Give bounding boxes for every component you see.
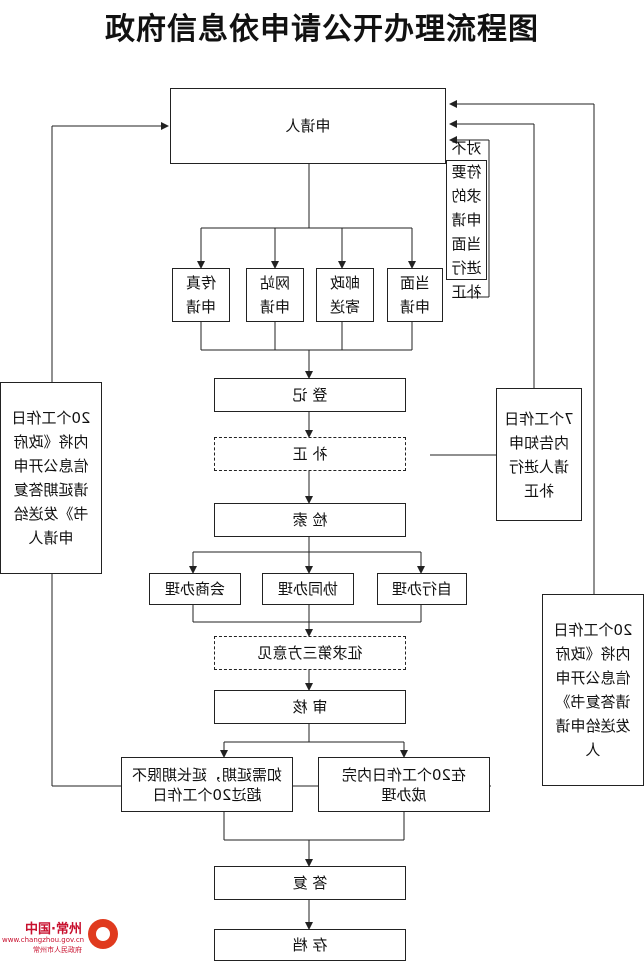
applicant-node: 申请人 bbox=[170, 88, 446, 164]
consult-handle-label: 会商办理 bbox=[165, 580, 226, 598]
site-logo: 中国·常州 www.changzhou.gov.cn 常州市人民政府 bbox=[2, 916, 126, 956]
reply-label: 答 复 bbox=[292, 874, 328, 892]
nonconforming-note-text: 对不符要求的申请当面进行补正 bbox=[451, 139, 482, 301]
in-person-node: 当面申请 bbox=[387, 268, 443, 322]
within-20-label: 在20个工作日内完成办理 bbox=[341, 765, 467, 804]
logo-tagline: 常州市人民政府 bbox=[33, 946, 82, 954]
notify-7-note-text: 7个工作日内告知申请人进行补正 bbox=[504, 409, 574, 500]
page-title: 政府信息依申请公开办理流程图 bbox=[105, 12, 539, 47]
notify-7-note: 7个工作日内告知申请人进行补正 bbox=[496, 388, 582, 521]
website-node: 网站申请 bbox=[246, 268, 304, 322]
supplement-node: 补 正 bbox=[214, 437, 406, 471]
mail-label: 邮政寄送 bbox=[330, 274, 361, 316]
third-party-node: 征求第三方意见 bbox=[214, 636, 406, 670]
extension-node: 如需延期，延长期限不超过20个工作日 bbox=[121, 757, 293, 812]
third-party-label: 征求第三方意见 bbox=[257, 644, 363, 662]
review-node: 审 核 bbox=[214, 690, 406, 724]
nonconforming-note: 对不符要求的申请当面进行补正 bbox=[446, 139, 487, 301]
extension-label: 如需延期，延长期限不超过20个工作日 bbox=[132, 765, 283, 804]
mail-node: 邮政寄送 bbox=[316, 268, 374, 322]
in-person-label: 当面申请 bbox=[400, 274, 431, 316]
website-label: 网站申请 bbox=[260, 274, 291, 316]
self-handle-label: 自行办理 bbox=[392, 580, 453, 598]
fax-label: 传真申请 bbox=[186, 274, 217, 316]
self-handle-node: 自行办理 bbox=[377, 573, 467, 605]
consult-handle-node: 会商办理 bbox=[149, 573, 241, 605]
coop-handle-label: 协同办理 bbox=[278, 580, 339, 598]
extension-notice-note: 20个工作日内将《政府信息公开申请延期答复书》发送给申请人 bbox=[0, 382, 102, 574]
supplement-label: 补 正 bbox=[292, 445, 328, 463]
register-label: 登 记 bbox=[292, 386, 328, 404]
archive-label: 存 档 bbox=[292, 936, 328, 954]
logo-url: www.changzhou.gov.cn bbox=[2, 936, 85, 944]
extension-notice-note-text: 20个工作日内将《政府信息公开申请延期答复书》发送给申请人 bbox=[11, 409, 91, 547]
logo-seal-icon bbox=[88, 919, 118, 949]
applicant-label: 申请人 bbox=[285, 117, 331, 135]
logo-name: 中国·常州 bbox=[25, 922, 82, 937]
fax-node: 传真申请 bbox=[172, 268, 230, 322]
reply-node: 答 复 bbox=[214, 866, 406, 900]
search-label: 检 索 bbox=[292, 511, 328, 529]
reply-notice-note-text: 20个工作日内将《政府信息公开申请答复书》发送给申请人 bbox=[553, 621, 633, 759]
search-node: 检 索 bbox=[214, 503, 406, 537]
review-label: 审 核 bbox=[292, 698, 328, 716]
coop-handle-node: 协同办理 bbox=[262, 573, 354, 605]
within-20-node: 在20个工作日内完成办理 bbox=[318, 757, 490, 812]
register-node: 登 记 bbox=[214, 378, 406, 412]
reply-notice-note: 20个工作日内将《政府信息公开申请答复书》发送给申请人 bbox=[542, 594, 644, 786]
archive-node: 存 档 bbox=[214, 929, 406, 961]
